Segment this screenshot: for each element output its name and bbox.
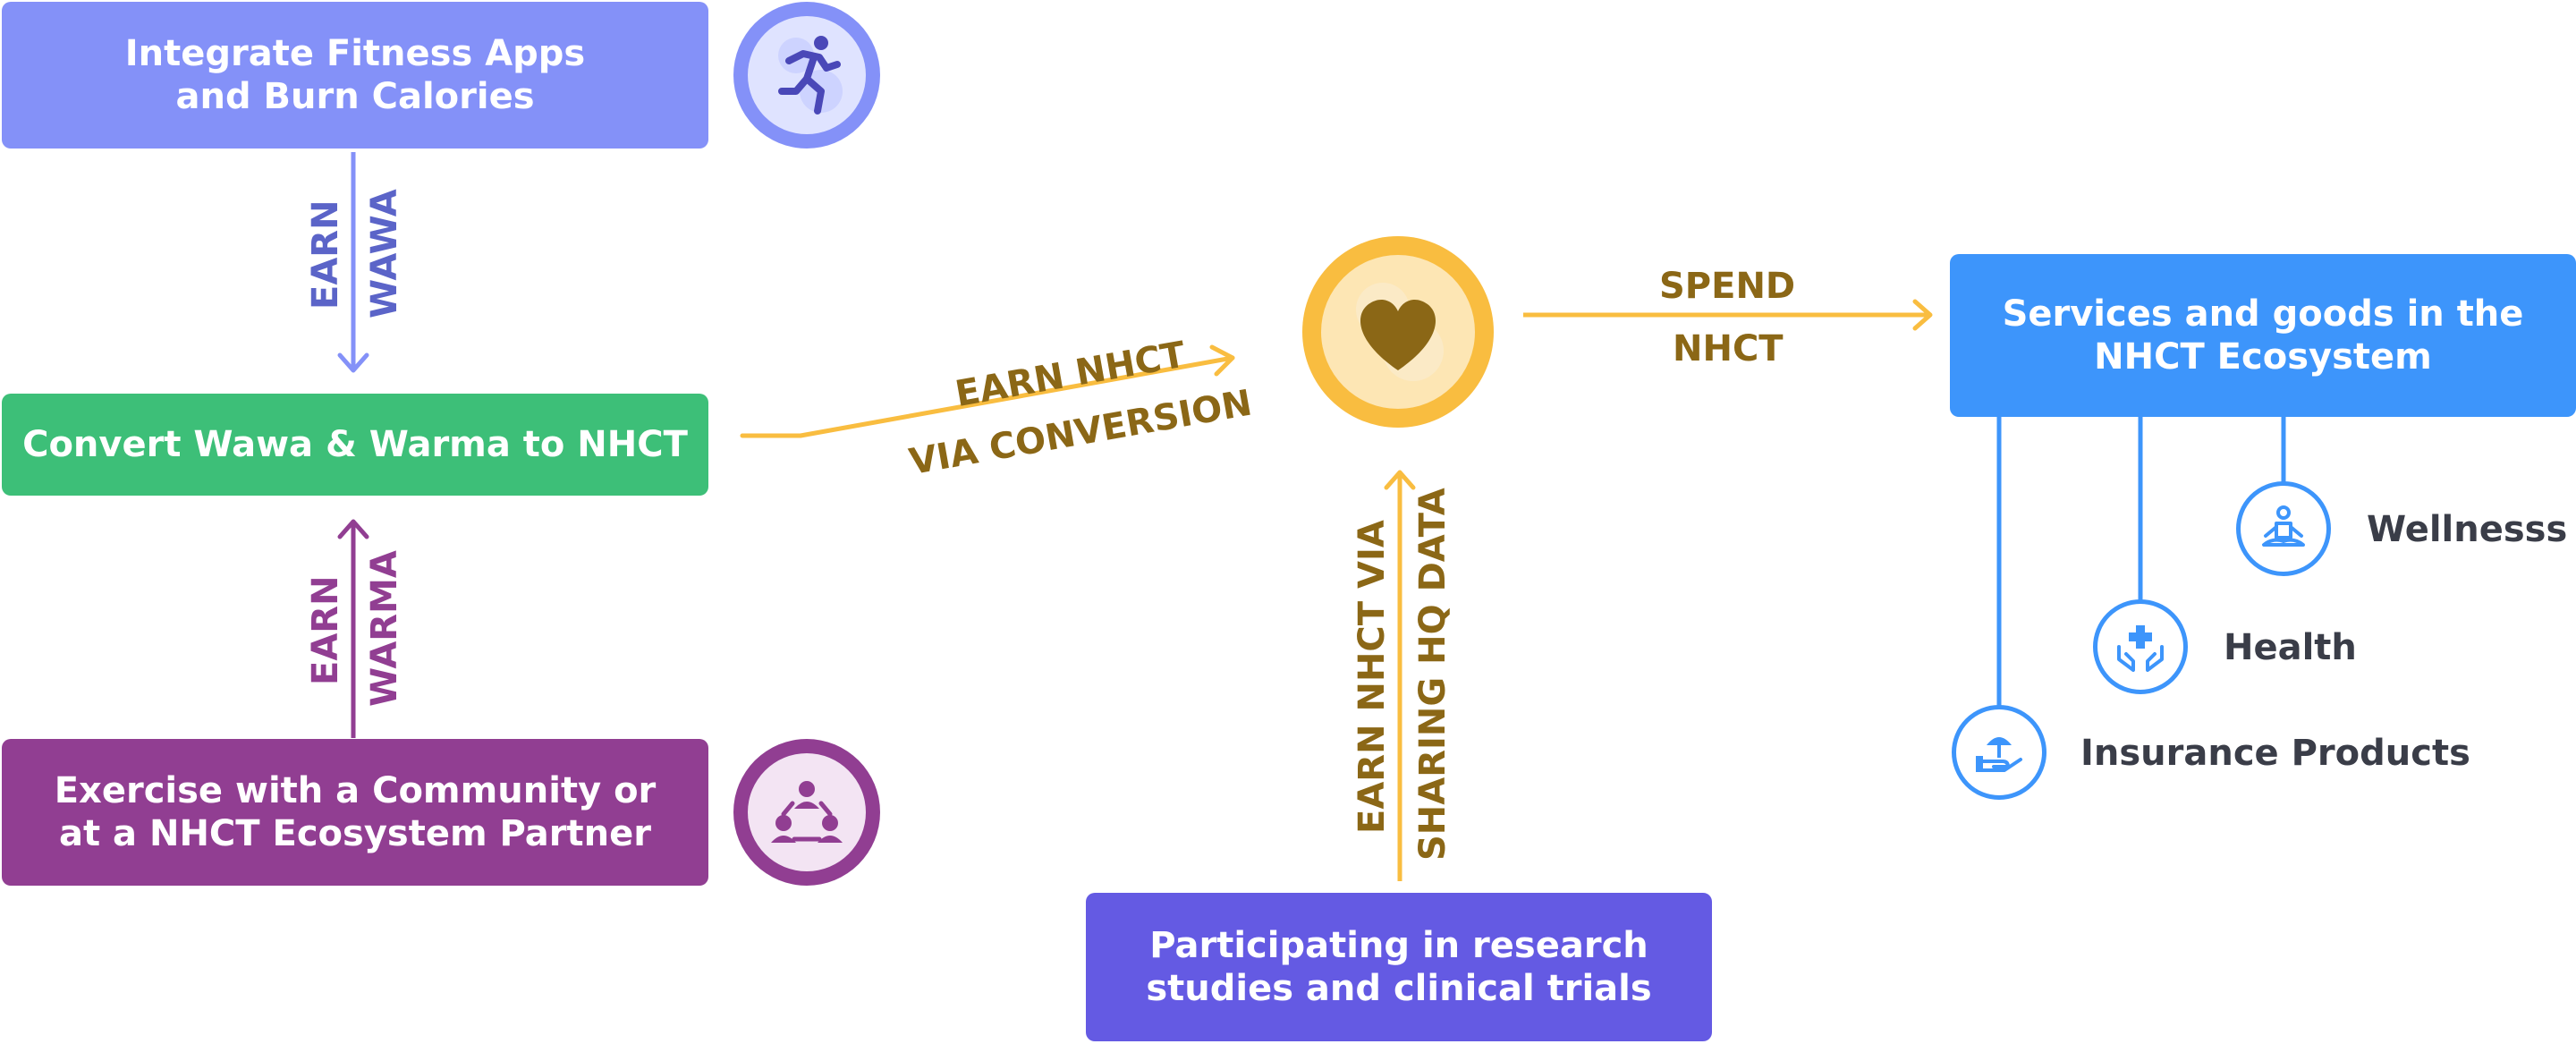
convert-text: Convert Wawa & Warma to NHCT — [22, 424, 688, 465]
earn-nhct-data-label-1: EARN NHCT VIA — [1352, 520, 1393, 834]
earn-wawa-arrow — [337, 152, 369, 373]
community-text: Exercise with a Community or at a NHCT E… — [54, 770, 657, 854]
services-box: Services and goods in the NHCT Ecosystem — [1950, 254, 2576, 417]
spend-nhct-arrow — [1523, 299, 1933, 331]
earn-warma-arrow — [337, 519, 369, 738]
insurance-label: Insurance Products — [2080, 733, 2470, 774]
services-text: Services and goods in the NHCT Ecosystem — [2002, 293, 2524, 378]
fitness-apps-text: Integrate Fitness Apps and Burn Calories — [124, 33, 586, 117]
earn-nhct-data-arrow — [1384, 470, 1416, 881]
hand-umbrella-icon — [1952, 705, 2046, 800]
meditation-icon — [2236, 481, 2331, 576]
earn-nhct-data-label-2: SHARING HQ DATA — [1412, 488, 1453, 861]
hands-medical-cross-icon — [2093, 599, 2188, 694]
service-connectors — [1996, 416, 2286, 709]
earn-warma-label-1: EARN — [305, 575, 346, 685]
earn-wawa-label-1: EARN — [305, 199, 346, 310]
research-text: Participating in research studies and cl… — [1146, 925, 1652, 1009]
earn-wawa-label-2: WAWA — [364, 189, 405, 318]
earn-warma-label-2: WARMA — [364, 550, 405, 707]
running-person-icon — [733, 2, 880, 149]
spend-label-1: SPEND — [1659, 266, 1796, 307]
health-label: Health — [2224, 627, 2357, 668]
research-box: Participating in research studies and cl… — [1086, 893, 1712, 1041]
fitness-apps-box: Integrate Fitness Apps and Burn Calories — [2, 2, 708, 149]
spend-label-2: NHCT — [1673, 328, 1784, 369]
convert-box: Convert Wawa & Warma to NHCT — [2, 394, 708, 496]
earn-nhct-conversion-arrow — [740, 344, 1235, 438]
heart-icon — [1302, 236, 1494, 428]
community-group-icon — [733, 739, 880, 886]
community-box: Exercise with a Community or at a NHCT E… — [2, 739, 708, 886]
wellness-label: Wellnesss — [2367, 509, 2568, 550]
